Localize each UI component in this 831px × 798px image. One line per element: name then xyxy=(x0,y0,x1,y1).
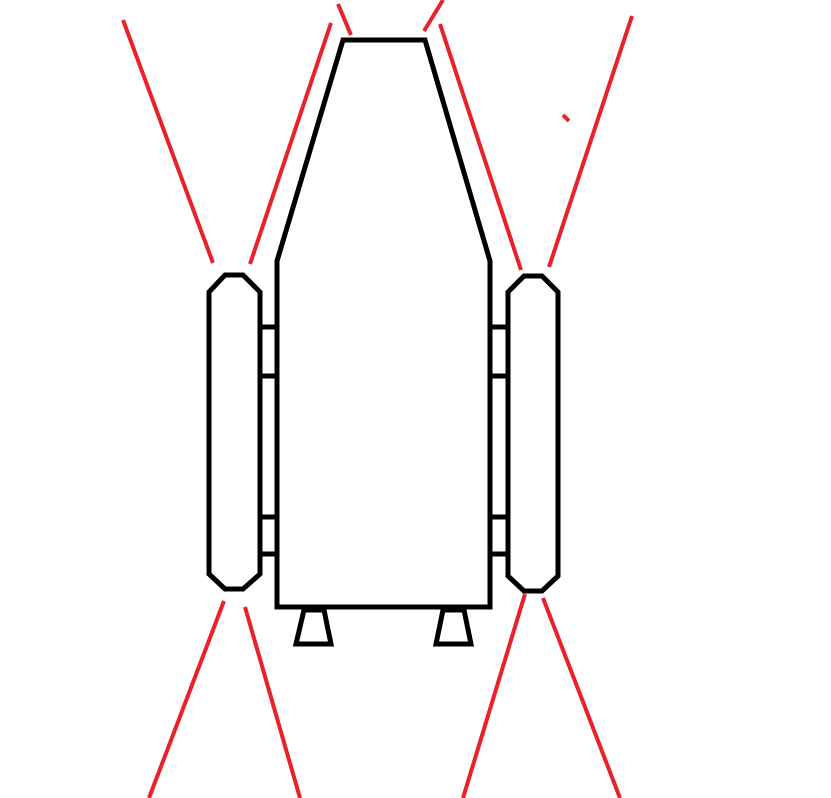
ray-bottom-left-inner xyxy=(243,606,302,798)
ray-bottom-left-outer xyxy=(147,600,226,798)
ray-top-left-outer xyxy=(121,19,215,264)
ray-bottom-right-outer xyxy=(541,597,622,798)
right-track xyxy=(505,273,561,594)
ray-top-left-inner xyxy=(248,22,333,265)
ray-top-center-right xyxy=(422,0,445,33)
ray-top-right-inner xyxy=(438,23,523,271)
left-rear-foot xyxy=(292,607,335,647)
ray-top-center-left xyxy=(336,3,353,36)
ray-stray-mark xyxy=(561,113,571,123)
left-track xyxy=(206,272,263,592)
right-rear-foot xyxy=(432,607,475,647)
vehicle-body xyxy=(274,37,493,610)
ray-top-right-outer xyxy=(547,15,634,268)
ray-bottom-right-inner xyxy=(461,593,527,798)
